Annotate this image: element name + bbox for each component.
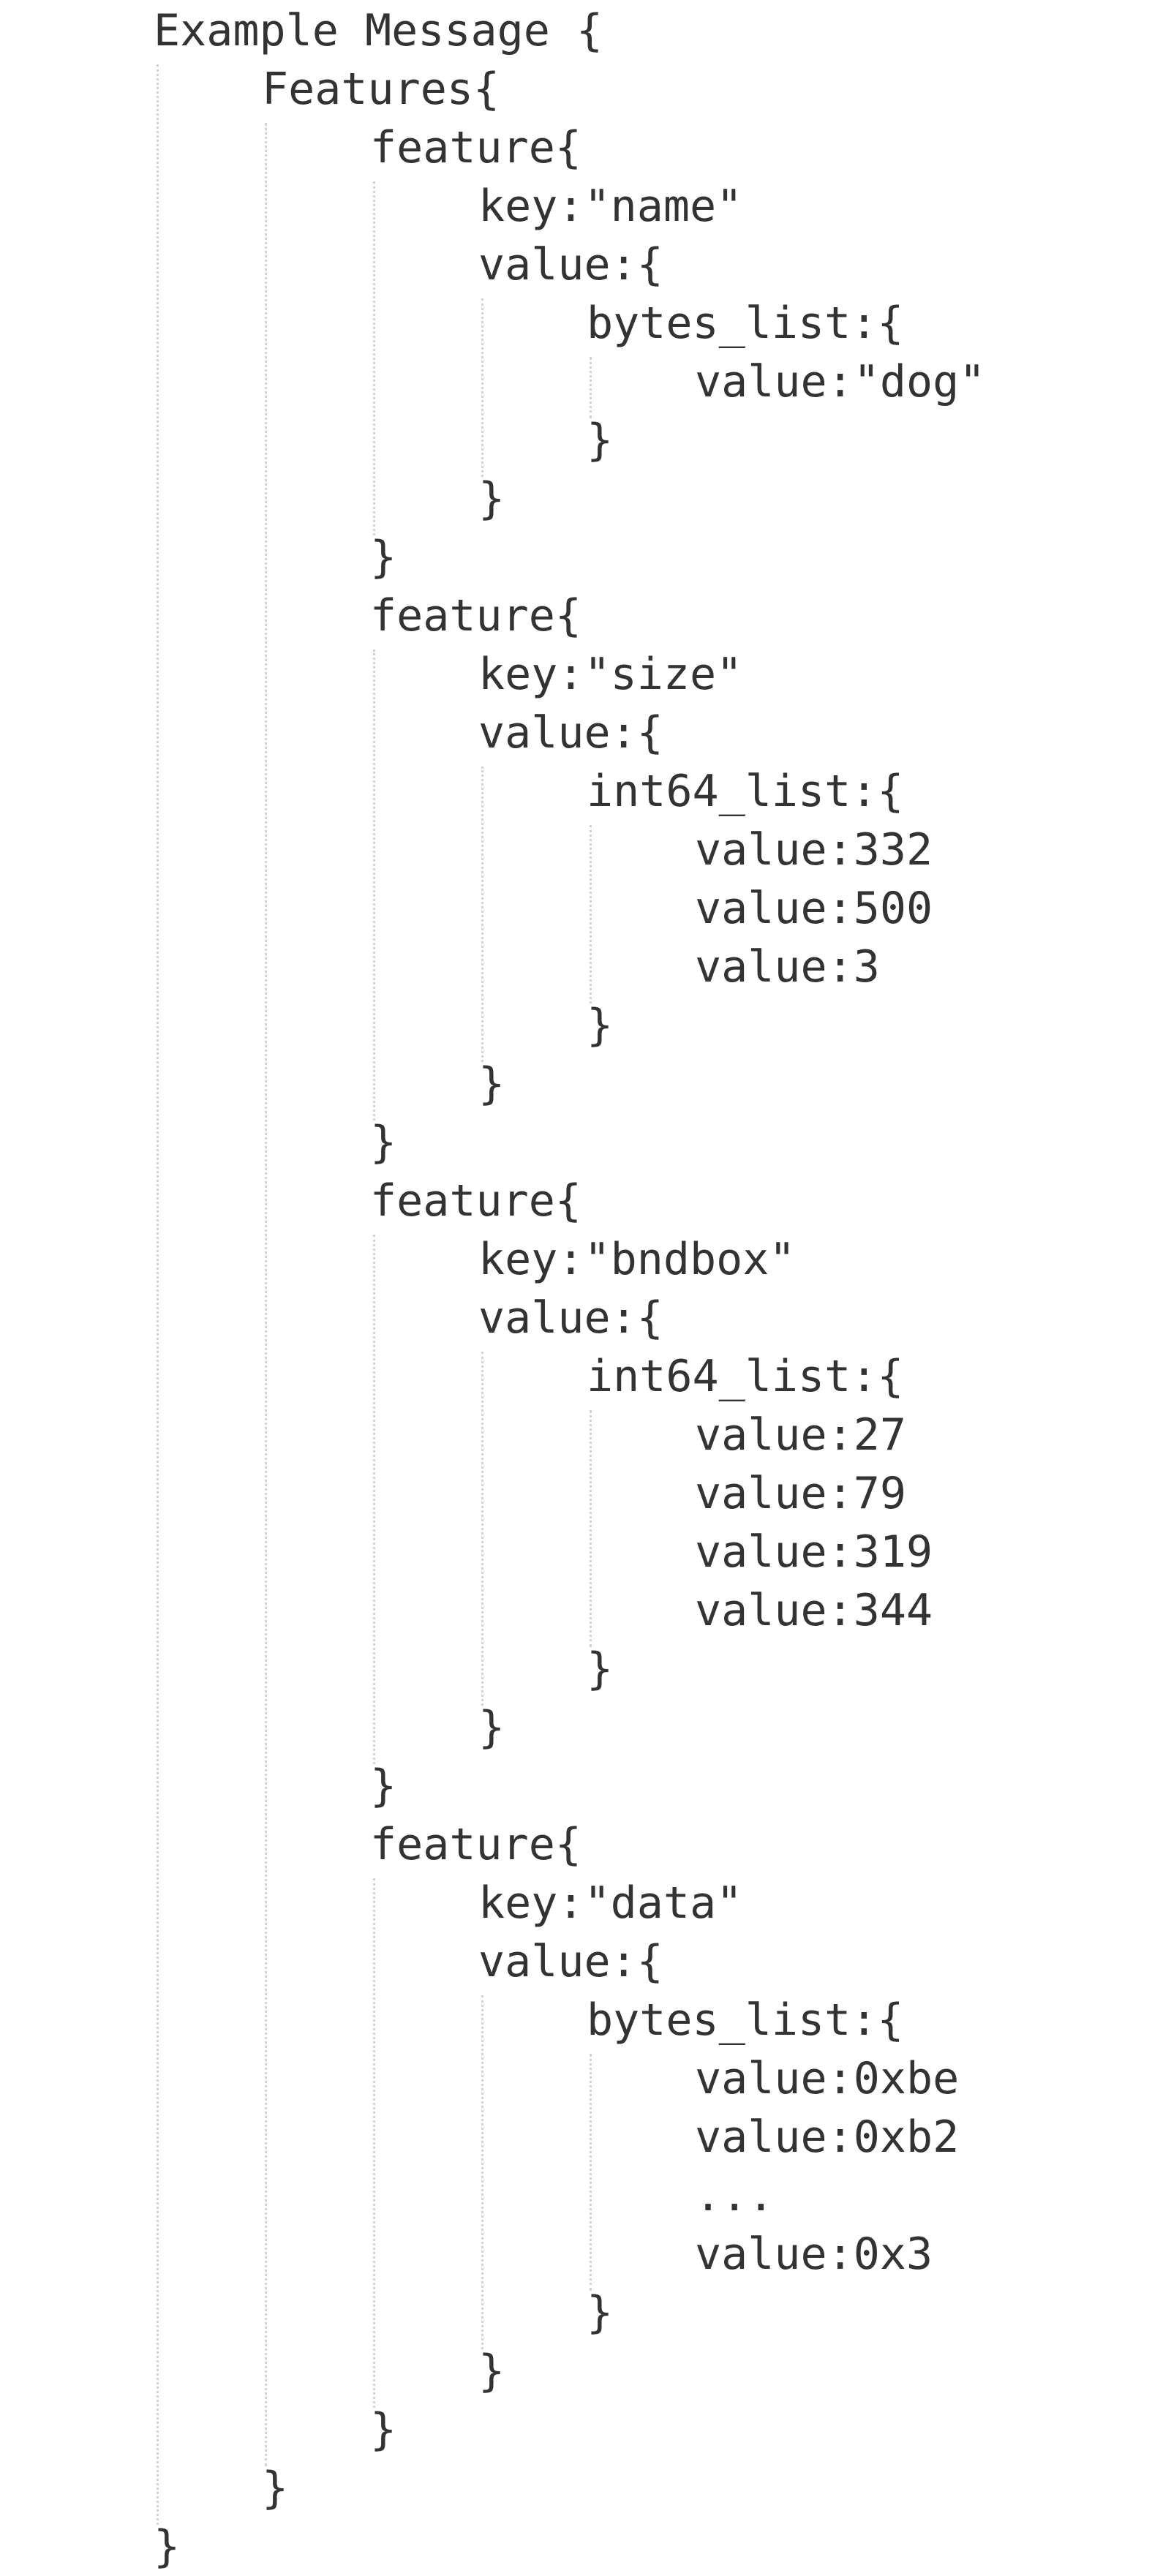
code-line: value:79 [695,1468,906,1519]
code-line: Example Message { [154,5,603,56]
code-line: feature{ [370,1819,581,1870]
code-line: value:{ [478,239,663,290]
code-line: ... [695,2170,775,2221]
code-line: value:{ [478,707,663,758]
indent-guide [157,64,159,2525]
code-line: } [370,1117,397,1168]
code-line: value:332 [695,824,933,875]
code-line: } [478,1058,505,1110]
indent-guide [373,1235,375,1764]
code-line: } [478,473,505,524]
code-line: value:{ [478,1292,663,1344]
code-line: } [370,2404,397,2455]
code-line: feature{ [370,122,581,173]
code-line: } [587,2287,614,2338]
code-line: key:"data" [478,1878,743,1929]
code-line: } [478,2346,505,2397]
code-line: } [587,415,614,466]
indent-guide [481,1352,483,1706]
code-line: value:"dog" [695,356,986,407]
code-line: key:"name" [478,181,743,232]
indent-guide [373,181,375,535]
indent-guide [590,1410,592,1647]
code-line: key:"size" [478,649,743,700]
indent-guide [481,298,483,477]
code-line: key:"bndbox" [478,1234,796,1285]
code-line: } [370,532,397,583]
indent-guide [481,1995,483,2349]
code-line: value:0x3 [695,2229,933,2280]
code-line: } [262,2463,289,2514]
indent-guide [373,649,375,1121]
code-line: value:3 [695,941,880,993]
indent-guide [590,357,592,418]
indent-guide [265,123,267,2466]
code-line: } [587,1000,614,1051]
code-line: } [478,1702,505,1753]
code-line: } [370,1760,397,1812]
code-line: value:344 [695,1585,933,1636]
code-line: value:{ [478,1936,663,1987]
code-line: value:27 [695,1409,906,1461]
code-line: int64_list:{ [587,1351,904,1402]
indent-guide [373,1878,375,2408]
code-line: Features{ [262,64,500,115]
code-line: value:0xbe [695,2053,960,2104]
code-line: value:0xb2 [695,2112,960,2163]
code-line: int64_list:{ [587,766,904,817]
code-line: bytes_list:{ [587,1995,904,2046]
code-line: } [154,2521,181,2572]
code-line: bytes_list:{ [587,298,904,349]
code-line: feature{ [370,590,581,641]
code-line: value:319 [695,1526,933,1578]
indent-guide [481,767,483,1062]
indent-guide [590,825,592,1003]
indent-guide [590,2054,592,2291]
code-line: } [587,1643,614,1695]
code-line: value:500 [695,883,933,934]
code-line: feature{ [370,1175,581,1227]
